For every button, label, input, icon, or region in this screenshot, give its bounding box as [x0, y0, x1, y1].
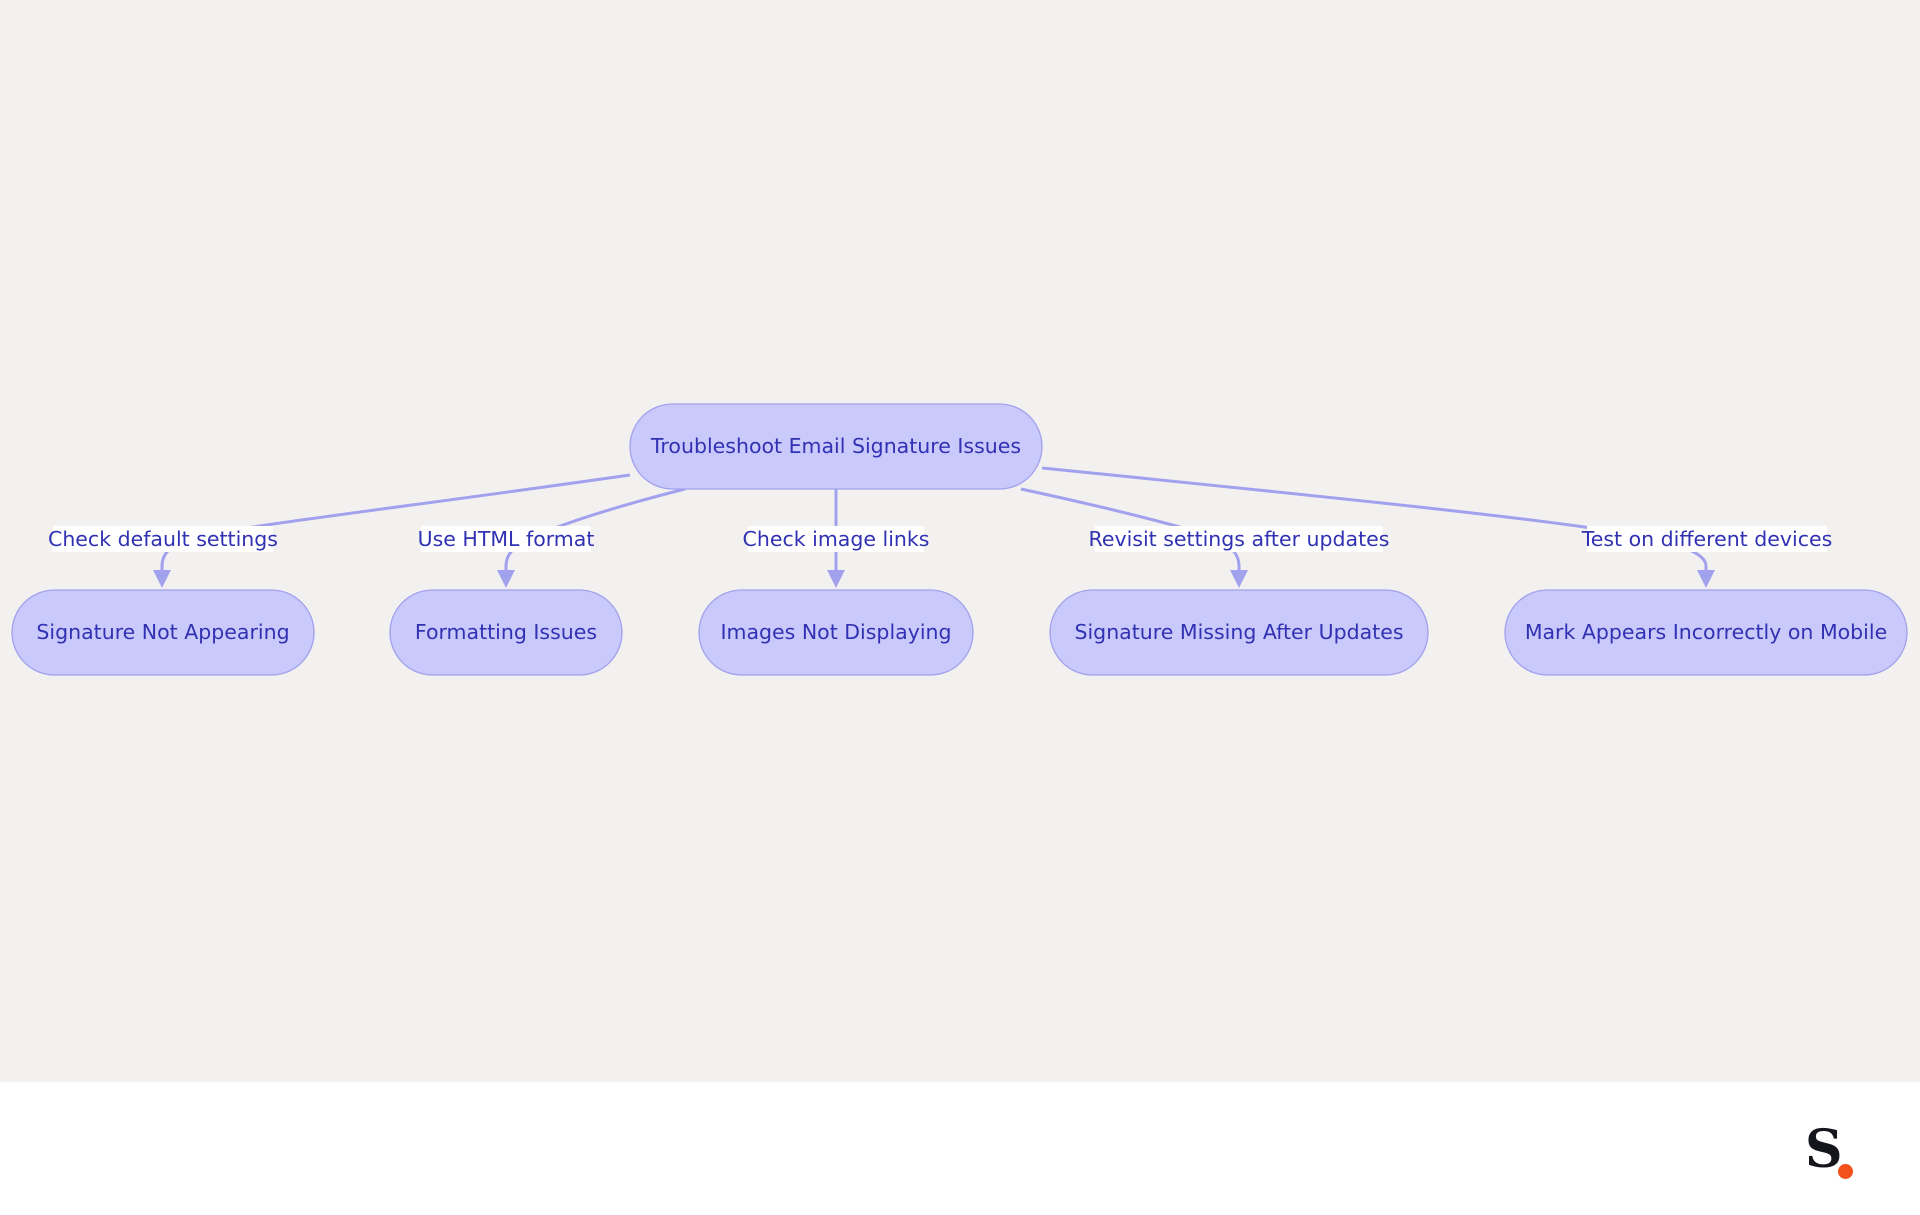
arrowhead-mark-appears-incorrectly — [1697, 570, 1715, 588]
edge-label-use-html-format: Use HTML format — [418, 527, 595, 551]
node-images-not-displaying[interactable]: Images Not Displaying — [698, 589, 974, 676]
node-formatting-issues[interactable]: Formatting Issues — [389, 589, 623, 676]
brand-logo: S — [1805, 1122, 1865, 1184]
node-root-label: Troubleshoot Email Signature Issues — [650, 434, 1021, 458]
node-label: Images Not Displaying — [720, 620, 951, 644]
footer — [0, 1082, 1920, 1215]
flowchart: Check default settings Use HTML format C… — [11, 403, 1908, 676]
arrowhead-images-not-displaying — [827, 570, 845, 588]
arrowhead-signature-missing-after-updates — [1230, 570, 1248, 588]
edge-label-check-default-settings: Check default settings — [48, 527, 278, 551]
edge-label-test-on-devices: Test on different devices — [1581, 527, 1833, 551]
edge-label-revisit-settings: Revisit settings after updates — [1089, 527, 1390, 551]
diagram-canvas: Check default settings Use HTML format C… — [0, 0, 1920, 1082]
node-signature-missing-after-updates[interactable]: Signature Missing After Updates — [1049, 589, 1429, 676]
logo-dot — [1838, 1164, 1853, 1179]
node-label: Mark Appears Incorrectly on Mobile — [1525, 620, 1887, 644]
arrowhead-formatting-issues — [497, 570, 515, 588]
arrowhead-signature-not-appearing — [153, 570, 171, 588]
node-signature-not-appearing[interactable]: Signature Not Appearing — [11, 589, 315, 676]
node-mark-appears-incorrectly[interactable]: Mark Appears Incorrectly on Mobile — [1504, 589, 1908, 676]
edge-to-mark-appears-incorrectly — [1041, 466, 1708, 575]
logo-letter: S — [1805, 1119, 1843, 1180]
node-label: Signature Missing After Updates — [1074, 620, 1403, 644]
node-root[interactable]: Troubleshoot Email Signature Issues — [629, 403, 1043, 490]
node-label: Signature Not Appearing — [36, 620, 289, 644]
node-label: Formatting Issues — [415, 620, 597, 644]
edge-label-check-image-links: Check image links — [743, 527, 930, 551]
edge-labels: Check default settings Use HTML format C… — [48, 526, 1832, 552]
